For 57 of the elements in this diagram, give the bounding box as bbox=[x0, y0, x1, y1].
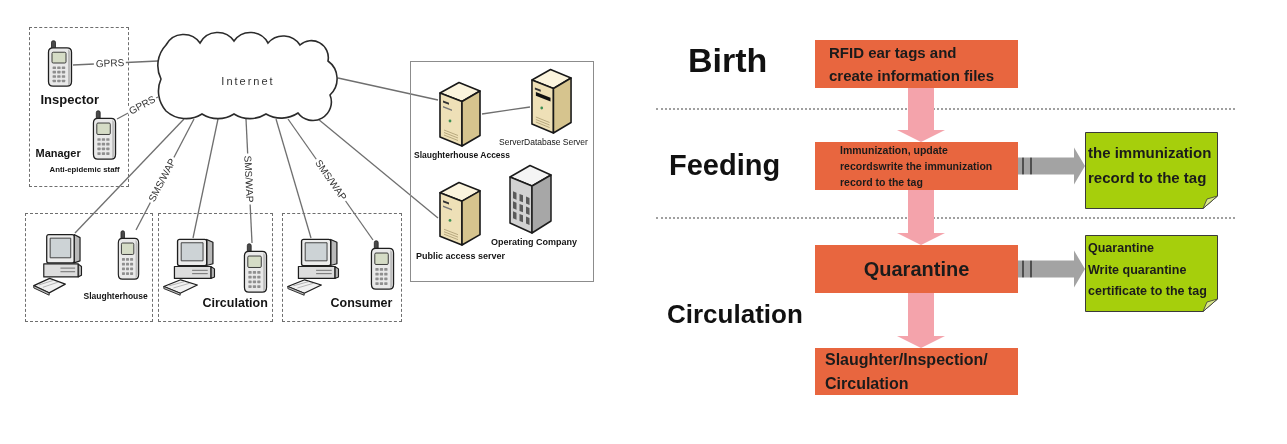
group-label: Consumer bbox=[330, 295, 393, 310]
group-label: Slaughterhouse bbox=[83, 291, 148, 302]
device-caption: Slaughterhouse Access bbox=[414, 151, 511, 161]
dashed-group-box bbox=[29, 27, 129, 187]
note-text: Quarantine bbox=[1088, 240, 1155, 257]
connector-line bbox=[481, 106, 531, 115]
sticky-note bbox=[1085, 235, 1218, 312]
cloud-label: Internet bbox=[221, 75, 275, 87]
process-text: Quarantine bbox=[863, 257, 970, 281]
sticky-note bbox=[1085, 132, 1218, 209]
mobile-phone-icon bbox=[116, 229, 140, 280]
edge-label: GPRS bbox=[94, 57, 127, 70]
internet-cloud bbox=[158, 33, 338, 119]
dashed-group-box bbox=[25, 213, 153, 322]
connector-line bbox=[337, 77, 439, 101]
server-tower-icon bbox=[438, 180, 482, 247]
mobile-phone-icon bbox=[242, 242, 268, 293]
connector-line bbox=[192, 118, 219, 239]
server-panel-box bbox=[410, 61, 594, 282]
dashed-group-box bbox=[158, 213, 273, 322]
block-arrow bbox=[897, 88, 945, 142]
connector-line bbox=[317, 118, 439, 219]
block-arrow bbox=[1018, 147, 1085, 185]
desktop-computer-icon bbox=[32, 232, 82, 296]
note-text: the immunization record to the tag bbox=[1088, 143, 1213, 188]
desktop-computer-icon bbox=[286, 237, 339, 296]
note-text: Write quarantine certificate to the tag bbox=[1088, 261, 1208, 300]
connector-line bbox=[74, 118, 185, 234]
mobile-phone-icon bbox=[46, 39, 73, 87]
block-arrow bbox=[897, 190, 945, 245]
process-box bbox=[815, 245, 1018, 293]
group-label: Circulation bbox=[202, 295, 268, 310]
building-icon bbox=[508, 163, 553, 235]
device-caption: Operating Company bbox=[491, 237, 577, 248]
block-arrow bbox=[897, 293, 945, 348]
server-tower-icon bbox=[530, 67, 573, 135]
stage-label: Circulation bbox=[667, 301, 803, 327]
dashed-group-box bbox=[282, 213, 402, 322]
device-caption: Public access server bbox=[416, 251, 506, 262]
stage-label: Feeding bbox=[669, 151, 781, 180]
block-arrow bbox=[1018, 250, 1085, 288]
connector-line bbox=[275, 118, 312, 239]
process-text: RFID ear tags and create information files bbox=[829, 43, 996, 86]
process-box bbox=[815, 348, 1018, 395]
device-caption: Manager bbox=[35, 146, 81, 160]
device-caption: ServerDatabase Server bbox=[499, 138, 588, 148]
mobile-phone-icon bbox=[369, 239, 395, 290]
edge-label: SMS/WAP bbox=[242, 152, 256, 205]
process-box bbox=[815, 40, 1018, 88]
process-text: Slaughter/Inspection/ Circulation bbox=[825, 350, 989, 394]
device-caption: Inspector bbox=[40, 92, 99, 108]
mobile-phone-icon bbox=[91, 109, 117, 160]
stage-label: Birth bbox=[688, 43, 768, 77]
server-tower-icon bbox=[438, 80, 482, 148]
desktop-computer-icon bbox=[162, 237, 215, 296]
process-text: Immunization, update recordswrite the immunization record to the tag bbox=[840, 143, 994, 190]
process-box bbox=[815, 142, 1018, 190]
